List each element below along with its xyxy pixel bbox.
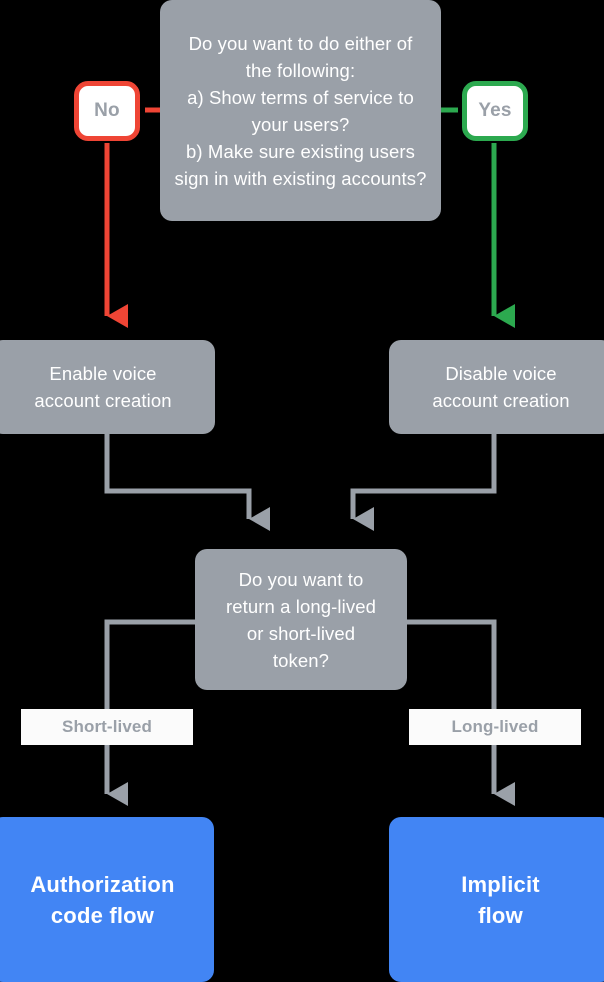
branch-pill-no[interactable]: No: [74, 81, 140, 141]
terminal-node-authorization-code-flow[interactable]: Authorization code flow: [0, 817, 214, 982]
edge-token-to-authorization-code-flow: [104, 619, 195, 806]
decision-node-terms-question[interactable]: Do you want to do either of the followin…: [160, 0, 441, 221]
edge-enable-to-token-question: [104, 434, 270, 531]
edge-label-short-lived: Short-lived: [21, 709, 193, 745]
edge-token-to-implicit-flow: [407, 619, 515, 806]
decision-node-token-lifetime-question[interactable]: Do you want to return a long-lived or sh…: [195, 549, 407, 690]
edge-label-long-lived-text: Long-lived: [451, 717, 539, 736]
edge-label-short-lived-text: Short-lived: [62, 717, 152, 736]
edge-disable-to-token-question: [350, 434, 497, 531]
decision-node-terms-question-label: Do you want to do either of the followin…: [174, 32, 427, 189]
process-node-enable-voice-account-creation[interactable]: Enable voice account creation: [0, 340, 215, 434]
terminal-node-implicit-flow-label: Implicit flow: [461, 871, 540, 928]
terminal-node-authorization-code-flow-label: Authorization code flow: [30, 871, 175, 928]
process-node-disable-voice-account-creation-label: Disable voice account creation: [432, 363, 570, 411]
edge-label-long-lived: Long-lived: [409, 709, 581, 745]
process-node-enable-voice-account-creation-label: Enable voice account creation: [34, 363, 172, 411]
terminal-node-implicit-flow[interactable]: Implicit flow: [389, 817, 604, 982]
branch-pill-no-label: No: [94, 100, 120, 121]
branch-pill-yes-label: Yes: [478, 100, 512, 121]
process-node-disable-voice-account-creation[interactable]: Disable voice account creation: [389, 340, 604, 434]
decision-node-token-lifetime-question-label: Do you want to return a long-lived or sh…: [226, 568, 376, 671]
branch-pill-yes[interactable]: Yes: [462, 81, 528, 141]
